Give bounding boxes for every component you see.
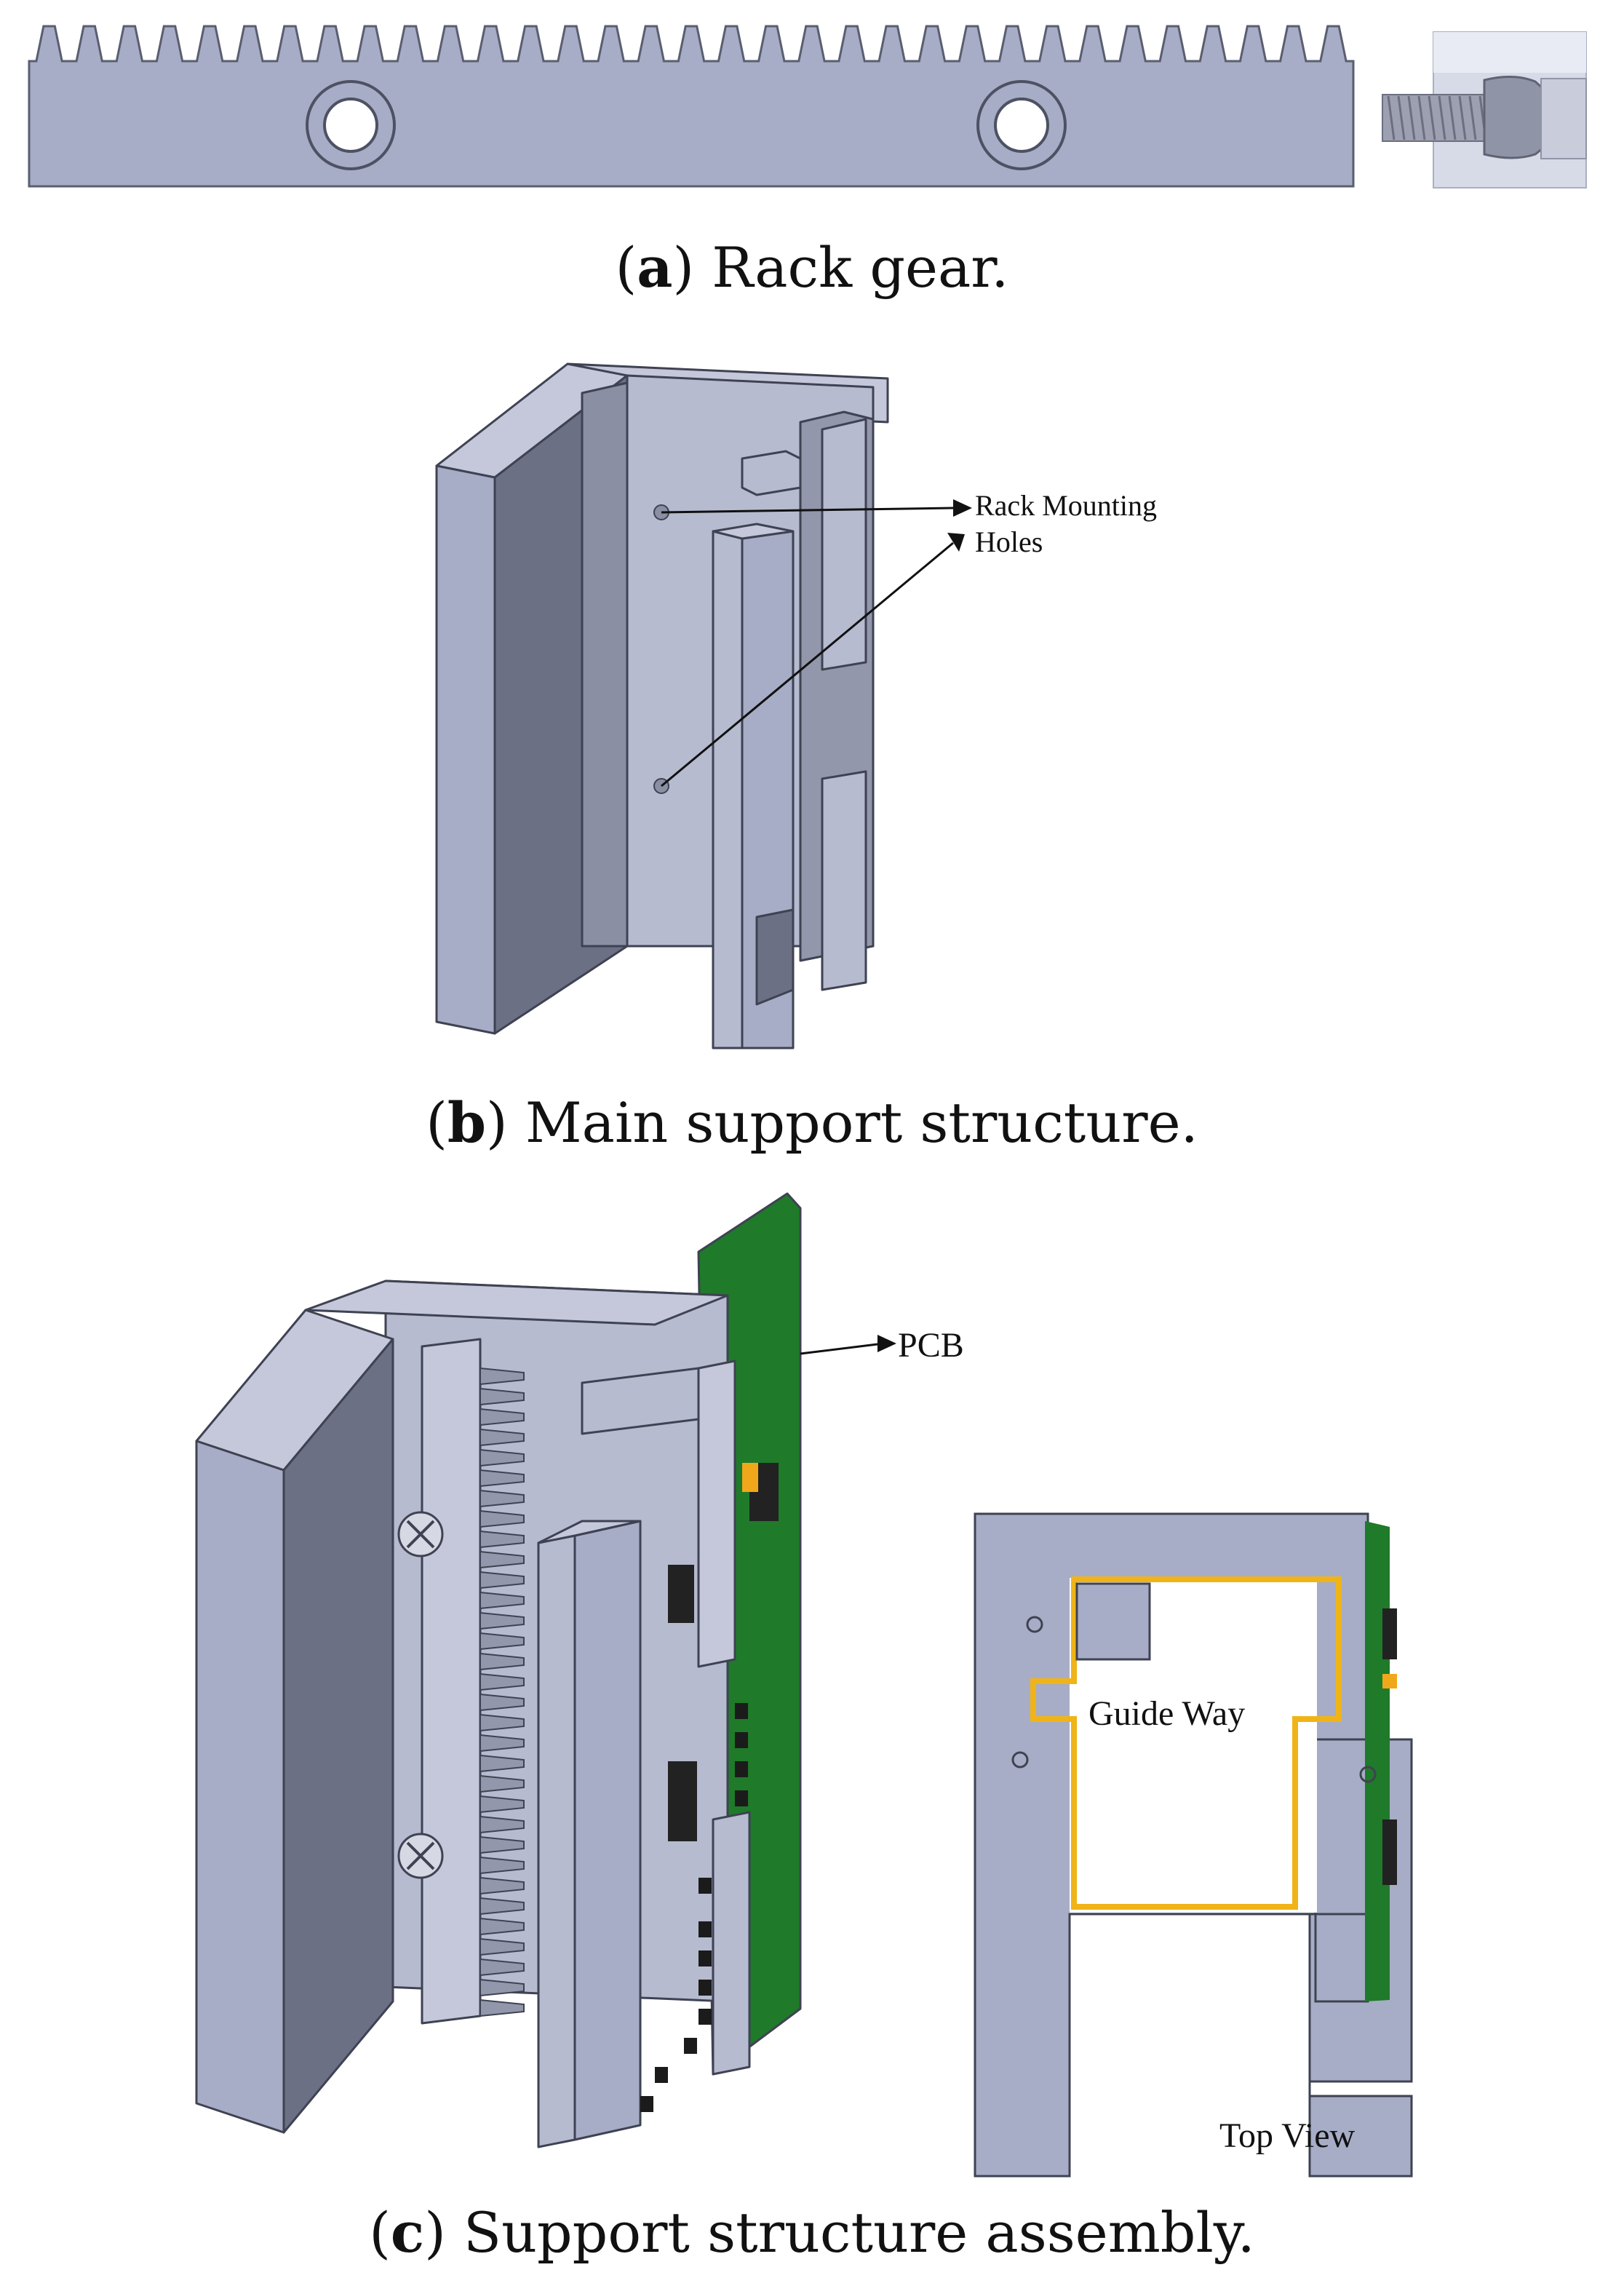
caption-a: (a) Rack gear. xyxy=(615,235,1009,300)
pcb-label: PCB xyxy=(898,1326,964,1365)
rack-gear xyxy=(28,25,1355,188)
caption-a-letter: a xyxy=(637,235,673,300)
panel-a xyxy=(0,0,1624,218)
annotation-arrows xyxy=(661,507,954,787)
top-view-label: Top View xyxy=(1219,2116,1356,2155)
screw-lower xyxy=(397,1833,444,1879)
pcb-components xyxy=(640,1463,779,2112)
caption-c-text: Support structure assembly. xyxy=(463,2200,1255,2265)
assembly-drawing: PCB Guide Way Top View xyxy=(195,1192,1413,2178)
caption-c: (c) Support structure assembly. xyxy=(369,2200,1255,2265)
rack-hole-left xyxy=(306,80,396,170)
top-view xyxy=(974,1512,1413,2178)
rack-gear-drawing xyxy=(28,25,1587,188)
screw-side-view xyxy=(1382,31,1587,188)
rack-teeth xyxy=(479,1367,525,2017)
annotation-label-line1: Rack Mounting xyxy=(975,489,1157,522)
guide-way-label: Guide Way xyxy=(1088,1694,1245,1733)
panel-c: PCB Guide Way Top View xyxy=(0,1179,1624,2191)
panel-b: Rack Mounting Holes xyxy=(0,349,1624,1077)
caption-b-text: Main support structure. xyxy=(525,1090,1198,1155)
annotation-label-line2: Holes xyxy=(975,525,1043,558)
main-support-drawing: Rack Mounting Holes xyxy=(435,362,1157,1049)
screw-upper xyxy=(397,1511,444,1557)
caption-b-letter: b xyxy=(447,1090,487,1155)
rack-hole-right xyxy=(976,80,1067,170)
caption-b: (b) Main support structure. xyxy=(426,1090,1198,1155)
caption-a-text: Rack gear. xyxy=(712,235,1009,300)
caption-c-letter: c xyxy=(390,2200,425,2265)
